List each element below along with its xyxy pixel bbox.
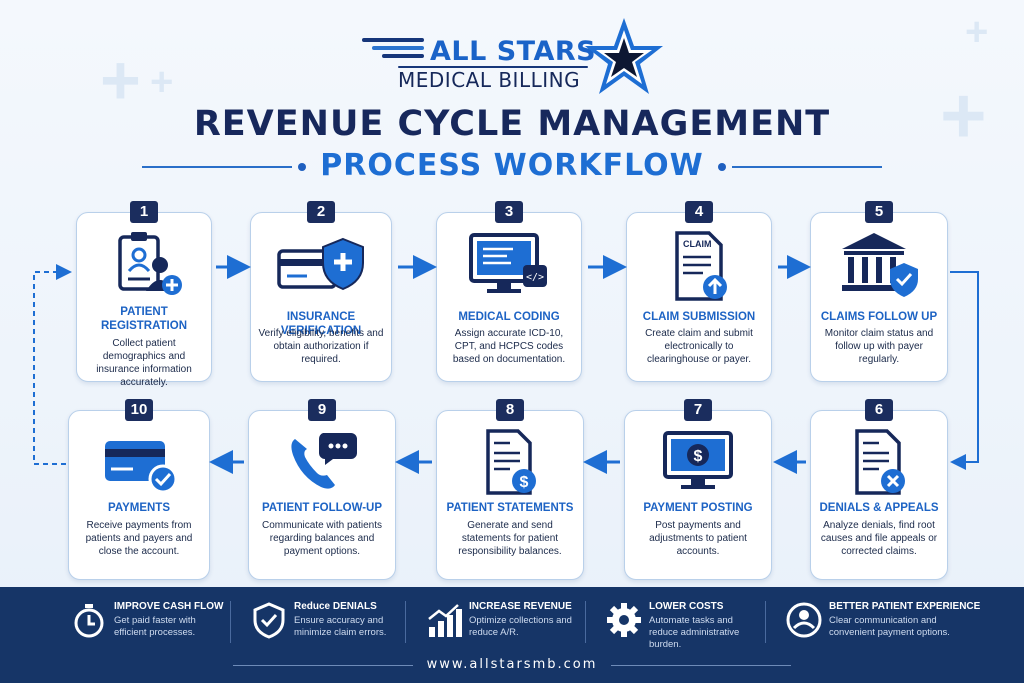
- company-logo: ALL STARS MEDICAL BILLING: [362, 16, 663, 100]
- benefit-title: INCREASE REVENUE: [469, 601, 572, 612]
- star-icon: [585, 18, 663, 94]
- step-title: MEDICAL CODING: [458, 311, 560, 323]
- step-description: Communicate with patients regarding bala…: [261, 520, 383, 557]
- page-title: REVENUE CYCLE MANAGEMENT: [193, 104, 831, 144]
- arrow-5-to-6: [950, 271, 979, 470]
- credit-card-check-icon: [105, 441, 178, 494]
- gear-icon: [607, 603, 641, 637]
- step-number: 2: [307, 201, 335, 223]
- benefit-divider: [765, 601, 766, 643]
- step-description: Receive payments from patients and payer…: [85, 520, 193, 557]
- monitor-dollar-icon: $: [663, 431, 733, 489]
- benefit-title: BETTER PATIENT EXPERIENCE: [829, 601, 981, 612]
- step-number: 8: [496, 399, 524, 421]
- background-cross-decoration: +: [100, 41, 141, 119]
- step-card-claim-submission: 4 CLAIM CLAIM SUBMISSION Create claim an…: [626, 201, 772, 382]
- phone-chat-icon: [291, 433, 357, 489]
- page-subtitle-text: PROCESS WORKFLOW: [320, 148, 704, 183]
- logo-swoosh-line: [372, 46, 424, 50]
- step-card-payments: 10 PAYMENTS Receive payments from patien…: [68, 399, 210, 580]
- benefit-title: LOWER COSTS: [649, 601, 724, 612]
- step-number: 3: [495, 201, 523, 223]
- benefit-divider: [230, 601, 231, 643]
- step-number: 10: [125, 399, 153, 421]
- arrow-10-to-1: [33, 264, 72, 465]
- benefit-divider: [405, 601, 406, 643]
- step-title: PAYMENT POSTING: [643, 502, 753, 514]
- benefit-title: IMPROVE CASH FLOW: [114, 601, 224, 612]
- url-decor-line: [611, 665, 792, 666]
- step-title: CLAIMS FOLLOW UP: [820, 311, 938, 323]
- bar-chart-icon: [428, 604, 462, 637]
- card-shield-icon: [277, 237, 364, 291]
- svg-text:$: $: [520, 474, 529, 491]
- step-title: PATIENT FOLLOW-UP: [261, 502, 383, 514]
- benefit-description: Automate tasks and reduce administrative…: [649, 615, 740, 650]
- website-url[interactable]: www.allstarsmb.com: [232, 657, 792, 672]
- svg-text:$: $: [694, 448, 703, 465]
- title-decor-line: [142, 166, 293, 168]
- step-description: Generate and send statements for patient…: [458, 520, 562, 557]
- step-card-medical-coding: 3 </> MEDICAL CODING Assign accurate ICD…: [436, 201, 582, 382]
- computer-code-icon: </>: [469, 233, 547, 293]
- benefit-divider: [585, 601, 586, 643]
- title-decor-dot: [717, 163, 726, 171]
- svg-text:</>: </>: [526, 272, 544, 283]
- benefits-band: IMPROVE CASH FLOW Get paid faster with e…: [0, 587, 1024, 683]
- step-number: 7: [684, 399, 712, 421]
- logo-swoosh-line: [382, 54, 424, 58]
- benefit-description: Ensure accuracy and minimize claim error…: [294, 615, 387, 638]
- step-title: CLAIM SUBMISSION: [642, 311, 756, 323]
- background-cross-decoration: +: [940, 71, 987, 160]
- step-number: 6: [865, 399, 893, 421]
- logo-underline: [398, 66, 588, 68]
- step-number: 4: [685, 201, 713, 223]
- step-description: Assign accurate ICD-10, CPT, and HCPCS c…: [452, 328, 566, 365]
- step-title: DENIALS & APPEALS: [819, 502, 939, 514]
- step-card-patient-statements: 8 $ PATIENT STATEMENTS Generate and send…: [436, 399, 584, 580]
- logo-subtitle: MEDICAL BILLING: [398, 68, 581, 92]
- step-card-insurance-verification: 2 INSURANCE VERIFICATION Verify eligibil…: [250, 201, 392, 382]
- step-title: INSURANCE VERIFICATION: [280, 311, 362, 337]
- logo-title: ALL STARS: [430, 36, 597, 67]
- step-description: Verify eligibility, benefits and obtain …: [258, 328, 384, 365]
- denied-document-icon: [855, 429, 905, 495]
- background-cross-decoration: +: [965, 10, 989, 54]
- page-subtitle: PROCESS WORKFLOW: [142, 148, 882, 183]
- step-number: 5: [865, 201, 893, 223]
- step-description: Analyze denials, find root causes and fi…: [820, 520, 938, 557]
- step-title: PAYMENTS: [108, 502, 170, 514]
- step-card-patient-registration: 1 PATIENT REGISTRATION Collect patient d…: [76, 201, 212, 388]
- benefit-description: Optimize collections and reduce A/R.: [469, 615, 572, 638]
- logo-swoosh-line: [362, 38, 424, 42]
- step-number: 1: [130, 201, 158, 223]
- step-title: PATIENT REGISTRATION: [100, 306, 188, 332]
- shield-check-icon: [253, 602, 285, 639]
- url-decor-line: [232, 665, 413, 666]
- benefit-description: Get paid faster with efficient processes…: [114, 615, 196, 638]
- website-url-text[interactable]: www.allstarsmb.com: [426, 657, 598, 672]
- patient-care-icon: [786, 602, 822, 638]
- benefit-description: Clear communication and convenient payme…: [829, 615, 950, 638]
- title-decor-line: [731, 166, 882, 168]
- step-number: 9: [308, 399, 336, 421]
- title-decor-dot: [298, 163, 307, 171]
- step-card-payment-posting: 7 $ PAYMENT POSTING Post payments and ad…: [624, 399, 772, 580]
- step-description: Create claim and submit electronically t…: [645, 328, 753, 365]
- bank-shield-icon: [842, 233, 918, 297]
- step-description: Collect patient demographics and insuran…: [96, 338, 192, 388]
- step-card-claims-follow-up: 5 CLAIMS FOLLOW UP Monitor claim status …: [810, 201, 948, 382]
- step-description: Monitor claim status and follow up with …: [824, 328, 934, 365]
- step-description: Post payments and adjustments to patient…: [649, 520, 747, 557]
- statement-dollar-icon: $: [486, 429, 536, 495]
- claim-document-icon: CLAIM: [675, 231, 727, 301]
- stopwatch-icon: [74, 604, 104, 638]
- benefit-title: Reduce DENIALS: [294, 601, 377, 612]
- step-card-denials-appeals: 6 DENIALS & APPEALS Analyze denials, fin…: [810, 399, 948, 580]
- step-title: PATIENT STATEMENTS: [446, 502, 574, 514]
- step-card-patient-follow-up: 9 PATIENT FOLLOW-UP Communicate with pat…: [248, 399, 396, 580]
- claim-icon-label: CLAIM: [683, 239, 712, 249]
- clipboard-patient-icon: [118, 232, 182, 295]
- background-cross-decoration: +: [150, 60, 174, 104]
